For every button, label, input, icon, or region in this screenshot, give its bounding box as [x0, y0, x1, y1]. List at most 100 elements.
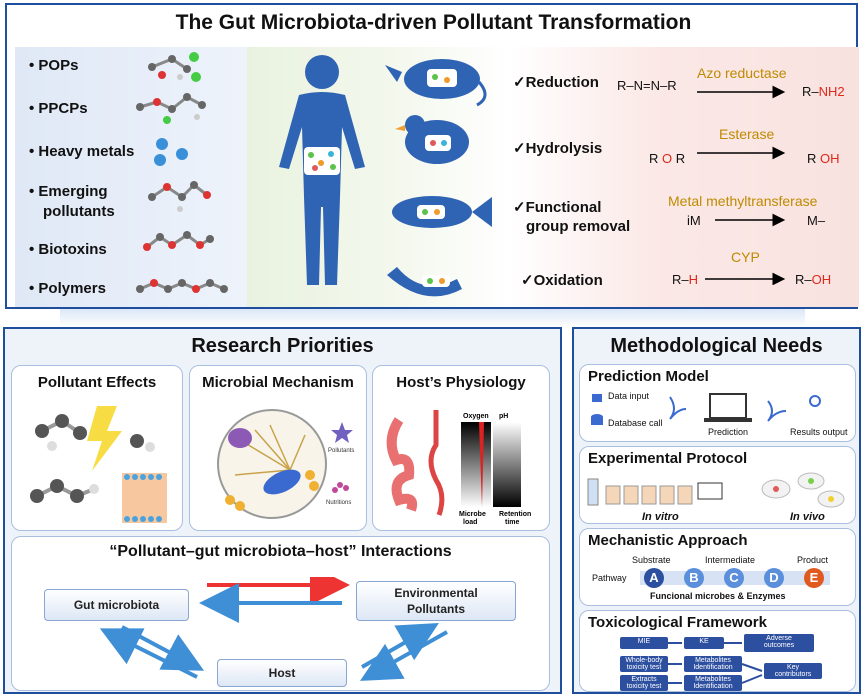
step-e: E — [804, 568, 824, 588]
reaction-oxidation-label: ✓Oxidation — [521, 272, 603, 289]
reaction-arrows — [697, 85, 786, 285]
framework-arrows — [668, 642, 763, 684]
enzyme-cyp: CYP — [731, 249, 760, 265]
pollutant-biotoxins: Biotoxins — [29, 241, 106, 258]
intestine-icon — [387, 267, 462, 297]
pollutant-emerging: Emerging — [29, 183, 107, 200]
mouse-icon — [817, 490, 845, 508]
emerging-pollutant-molecule-icon — [148, 181, 211, 212]
pollutant-pops: POPs — [29, 57, 78, 74]
substrate-label: Substrate — [632, 555, 671, 565]
step-b: B — [684, 568, 704, 588]
pollutant-list-background — [15, 47, 247, 307]
pollutant-emerging-2: pollutants — [43, 203, 115, 220]
pollutant-ppcps: PPCPs — [29, 100, 87, 117]
mechanistic-approach-card: Mechanistic Approach Substrate Intermedi… — [579, 528, 856, 606]
mouse-icon — [385, 59, 487, 107]
step-c: C — [724, 568, 744, 588]
experimental-protocol-card: Experimental Protocol In vitro In vivo — [579, 446, 856, 524]
product-label: Product — [797, 555, 829, 565]
nutrients-label: Nutritions — [326, 500, 351, 506]
data-input-label: Data input — [608, 391, 650, 401]
pollutants-label: Pollutants — [328, 448, 354, 454]
enzyme-esterase: Esterase — [719, 126, 775, 142]
ke-box: KE — [684, 637, 724, 649]
ph-gradient — [493, 422, 521, 507]
pollutant-heavy-metals: Heavy metals — [29, 143, 134, 160]
microbe-load-label-2: load — [463, 519, 477, 526]
hydrolysis-substrate: R O R — [649, 151, 686, 166]
molecule-illustrations — [136, 52, 228, 293]
prediction-label: Prediction — [708, 427, 749, 437]
mouse-icon — [797, 472, 825, 490]
in-vivo-label: In vivo — [790, 511, 825, 523]
blue-arrow-left-up — [99, 628, 198, 679]
laptop-icon — [709, 393, 747, 419]
reduction-product: R–NH2 — [802, 84, 845, 99]
bird-icon — [395, 115, 469, 164]
card-title: Mechanistic Approach — [588, 532, 748, 549]
stomach-icon — [428, 410, 445, 516]
retention-label-2: time — [505, 519, 520, 526]
retention-label-1: Retention — [499, 511, 531, 518]
enzyme-azo-reductase: Azo reductase — [697, 65, 787, 81]
oxygen-label: Oxygen — [463, 413, 489, 420]
methodological-needs-panel: Methodological Needs Prediction Model Da… — [572, 327, 861, 694]
mouse-icon — [761, 479, 791, 499]
card-title: Host’s Physiology — [396, 374, 526, 391]
polymer-chain-icon — [136, 279, 228, 293]
pollutant-star-icon — [331, 422, 353, 443]
research-priorities-panel: Research Priorities Pollutant Effects Mi… — [3, 327, 562, 694]
step-a: A — [644, 568, 664, 588]
pathway-label: Pathway — [592, 573, 627, 583]
oxidation-substrate: R–H — [672, 272, 699, 287]
results-icon — [809, 395, 821, 407]
in-vitro-label: In vitro — [642, 511, 679, 523]
methodological-needs-title: Methodological Needs — [610, 335, 823, 357]
host-box: Host — [217, 659, 347, 687]
gut-microbiota-box: Gut microbiota — [44, 589, 189, 621]
intermediate-label: Intermediate — [705, 555, 756, 565]
hosts-illustration — [279, 55, 492, 297]
database-call-label: Database call — [608, 418, 663, 428]
card-microbial-mechanism: Microbial Mechanism Pollutants Nutrition… — [189, 365, 367, 531]
prediction-model-card: Prediction Model Data input Database cal… — [579, 364, 856, 442]
pollutant-effects-illustration — [30, 406, 167, 523]
virus-icon — [228, 428, 252, 448]
card-title: Pollutant Effects — [37, 374, 157, 391]
step-d: D — [764, 568, 784, 588]
panel-title: The Gut Microbiota-driven Pollutant Tran… — [175, 11, 692, 34]
card-title: Experimental Protocol — [588, 450, 748, 467]
research-priorities-title: Research Priorities — [191, 335, 374, 357]
host-physiology-illustration: Oxygen pH Microbe load Retention time — [386, 410, 531, 526]
panel-connector — [60, 309, 805, 327]
enzyme-metal-methyltransferase: Metal methyltransferase — [668, 193, 818, 209]
hydrolysis-product: R OH — [807, 151, 840, 166]
card-title: Toxicological Framework — [588, 614, 767, 631]
reactions-background — [509, 47, 859, 307]
heavy-metals-icon — [154, 138, 188, 166]
pollutant-polymers: Polymers — [29, 280, 106, 297]
interactions-card: “Pollutant–gut microbiota–host” Interact… — [11, 536, 550, 691]
blue-arrow-right-down — [360, 630, 448, 681]
reaction-hydrolysis-label: ✓Hydrolysis — [513, 140, 603, 157]
reaction-functional-label-1: ✓Functional — [513, 199, 602, 216]
intestine-icon — [386, 417, 418, 512]
reaction-functional-label-2: group removal — [526, 218, 631, 235]
reaction-reduction-label: ✓Reduction — [513, 74, 599, 91]
fish-icon — [392, 196, 492, 228]
interaction-arrows — [99, 577, 448, 681]
functional-product: M– — [807, 213, 826, 228]
microbe-load-label-1: Microbe — [459, 511, 486, 518]
ppcps-molecule-icon — [136, 93, 206, 124]
pops-molecule-icon — [148, 52, 201, 82]
prediction-flow — [591, 393, 821, 425]
oxygen-gradient — [461, 422, 491, 507]
ph-label: pH — [499, 413, 508, 420]
